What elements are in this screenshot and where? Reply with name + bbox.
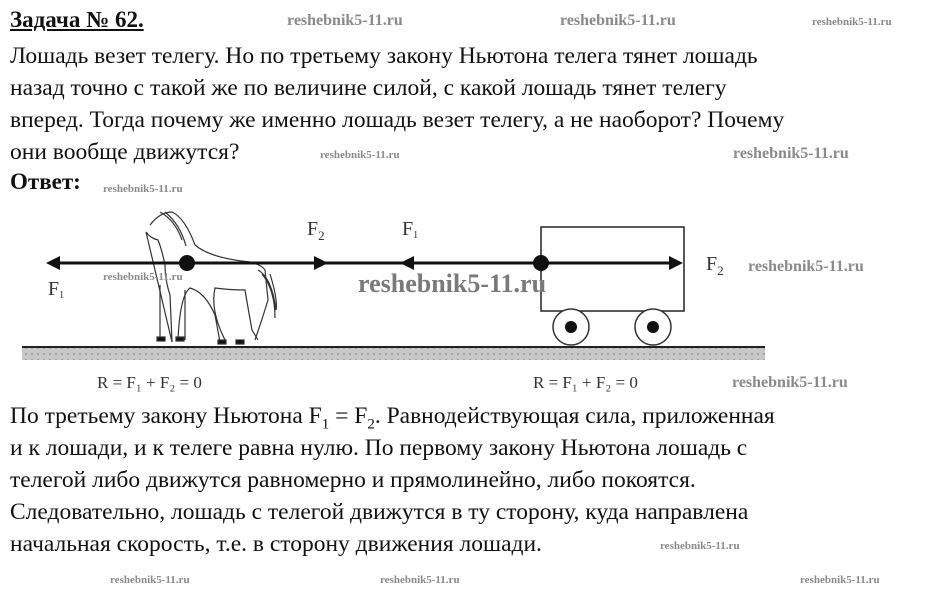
label-f2-horse: F2 [307,218,325,243]
question-line: вперед. Тогда почему же именно лошадь ве… [10,107,785,133]
arrow-f2-horse [314,256,328,270]
watermark: reshebnik5-11.ru [748,258,864,275]
equation-cart: R = F₁ + F₂ = 0 [533,373,638,392]
force-diagram: F1 F2 F1 F2 R = F₁ + F₂ = 0 R = F₁ + F₂ … [22,211,765,392]
watermark: reshebnik5-11.ru [812,16,892,28]
label-f1-left: F1 [48,278,64,301]
answer-line: Следовательно, лошадь с телегой движутся… [10,499,749,525]
horse-drawing [145,211,277,345]
arrow-f1-horse [46,256,60,270]
watermark: reshebnik5-11.ru [732,374,848,391]
answer-line: начальная скорость, т.е. в сторону движе… [10,531,542,557]
answer-line: По третьему закону Ньютона F1 = F2. Равн… [10,403,775,433]
arrow-f1-cart [400,256,414,270]
label-f1-cart: F1 [402,218,418,241]
watermark: reshebnik5-11.ru [380,574,460,586]
equation-horse: R = F₁ + F₂ = 0 [97,373,202,392]
question-line: они вообще движутся? [10,139,240,165]
answer-line: телегой либо движутся равномерно и прямо… [10,467,696,493]
watermark: reshebnik5-11.ru [287,12,403,29]
problem-title: Задача № 62. [10,7,144,32]
watermark: reshebnik5-11.ru [320,149,400,161]
cart-drawing [540,226,685,346]
label-f2-cart: F2 [706,253,724,278]
watermark: reshebnik5-11.ru [733,145,849,162]
watermark: reshebnik5-11.ru [800,574,880,586]
ground [22,346,765,360]
watermark: reshebnik5-11.ru [358,269,547,298]
watermark: reshebnik5-11.ru [103,271,183,283]
watermark: reshebnik5-11.ru [110,574,190,586]
question-line: назад точно с такой же по величине силой… [10,75,727,101]
answer-line: и к лошади, и к телеге равна нулю. По пе… [10,435,748,461]
arrow-f2-cart [669,256,683,270]
cart-point [533,255,549,271]
watermark: reshebnik5-11.ru [103,183,183,195]
answer-label: Ответ: [10,169,81,194]
watermark: reshebnik5-11.ru [560,12,676,29]
horse-point [179,255,195,271]
question-line: Лошадь везет телегу. Но по третьему зако… [10,43,758,69]
watermark: reshebnik5-11.ru [660,540,740,552]
force-vectors [46,255,683,271]
